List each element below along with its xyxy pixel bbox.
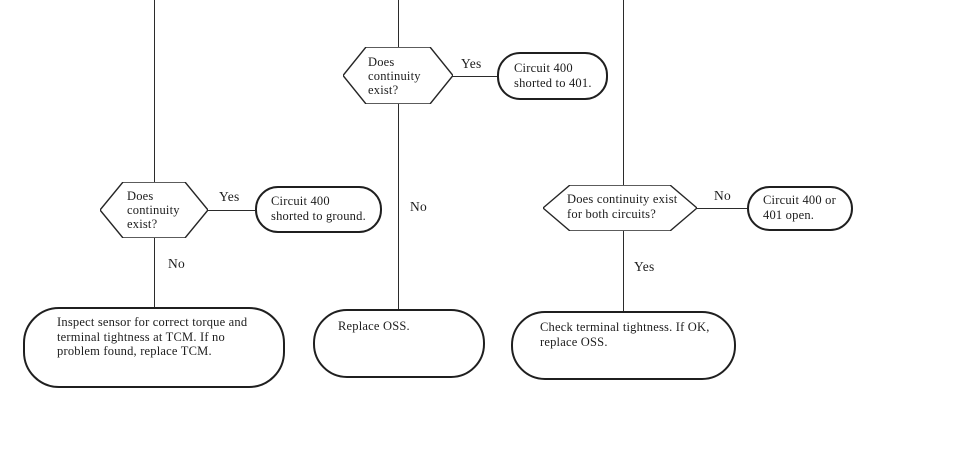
edge-label-top-yes: Yes xyxy=(461,56,482,71)
decision-right-text: Does continuity exist for both circuits? xyxy=(567,192,678,221)
action-left-text: Inspect sensor for correct torque and te… xyxy=(57,315,248,358)
edge-label-left-yes: Yes xyxy=(219,189,240,204)
edge-label-middle-no: No xyxy=(410,199,428,214)
action-left-box xyxy=(23,307,285,388)
terminal-left-text: Circuit 400 shorted to ground. xyxy=(271,194,366,223)
action-middle-text: Replace OSS. xyxy=(338,319,410,333)
decision-top-text: Does continuity exist? xyxy=(368,55,421,97)
edge-label-right-no: No xyxy=(714,188,732,203)
edge-label-left-no: No xyxy=(168,256,186,271)
connector-right-no xyxy=(697,208,747,209)
terminal-top-box xyxy=(497,52,608,100)
connector-middle-column-bottom xyxy=(398,104,399,310)
decision-right-hexagon xyxy=(543,185,697,231)
terminal-right-text: Circuit 400 or 401 open. xyxy=(763,193,836,222)
decision-left-text: Does continuity exist? xyxy=(127,189,180,231)
decision-top-hexagon xyxy=(343,47,453,104)
action-right-box xyxy=(511,311,736,380)
terminal-top-text: Circuit 400 shorted to 401. xyxy=(514,61,592,90)
connector-middle-column-top xyxy=(398,0,399,48)
terminal-right-box xyxy=(747,186,853,231)
action-middle-box xyxy=(313,309,485,378)
edge-label-right-yes: Yes xyxy=(634,259,655,274)
connector-right-column-bottom xyxy=(623,231,624,312)
decision-left-hexagon xyxy=(100,182,208,238)
connector-left-column-top xyxy=(154,0,155,183)
action-right-text: Check terminal tightness. If OK, replace… xyxy=(540,320,710,349)
connector-left-yes xyxy=(208,210,255,211)
connector-right-column-top xyxy=(623,0,624,186)
connector-left-column-bottom xyxy=(154,238,155,308)
terminal-left-box xyxy=(255,186,382,233)
connector-top-yes xyxy=(452,76,497,77)
